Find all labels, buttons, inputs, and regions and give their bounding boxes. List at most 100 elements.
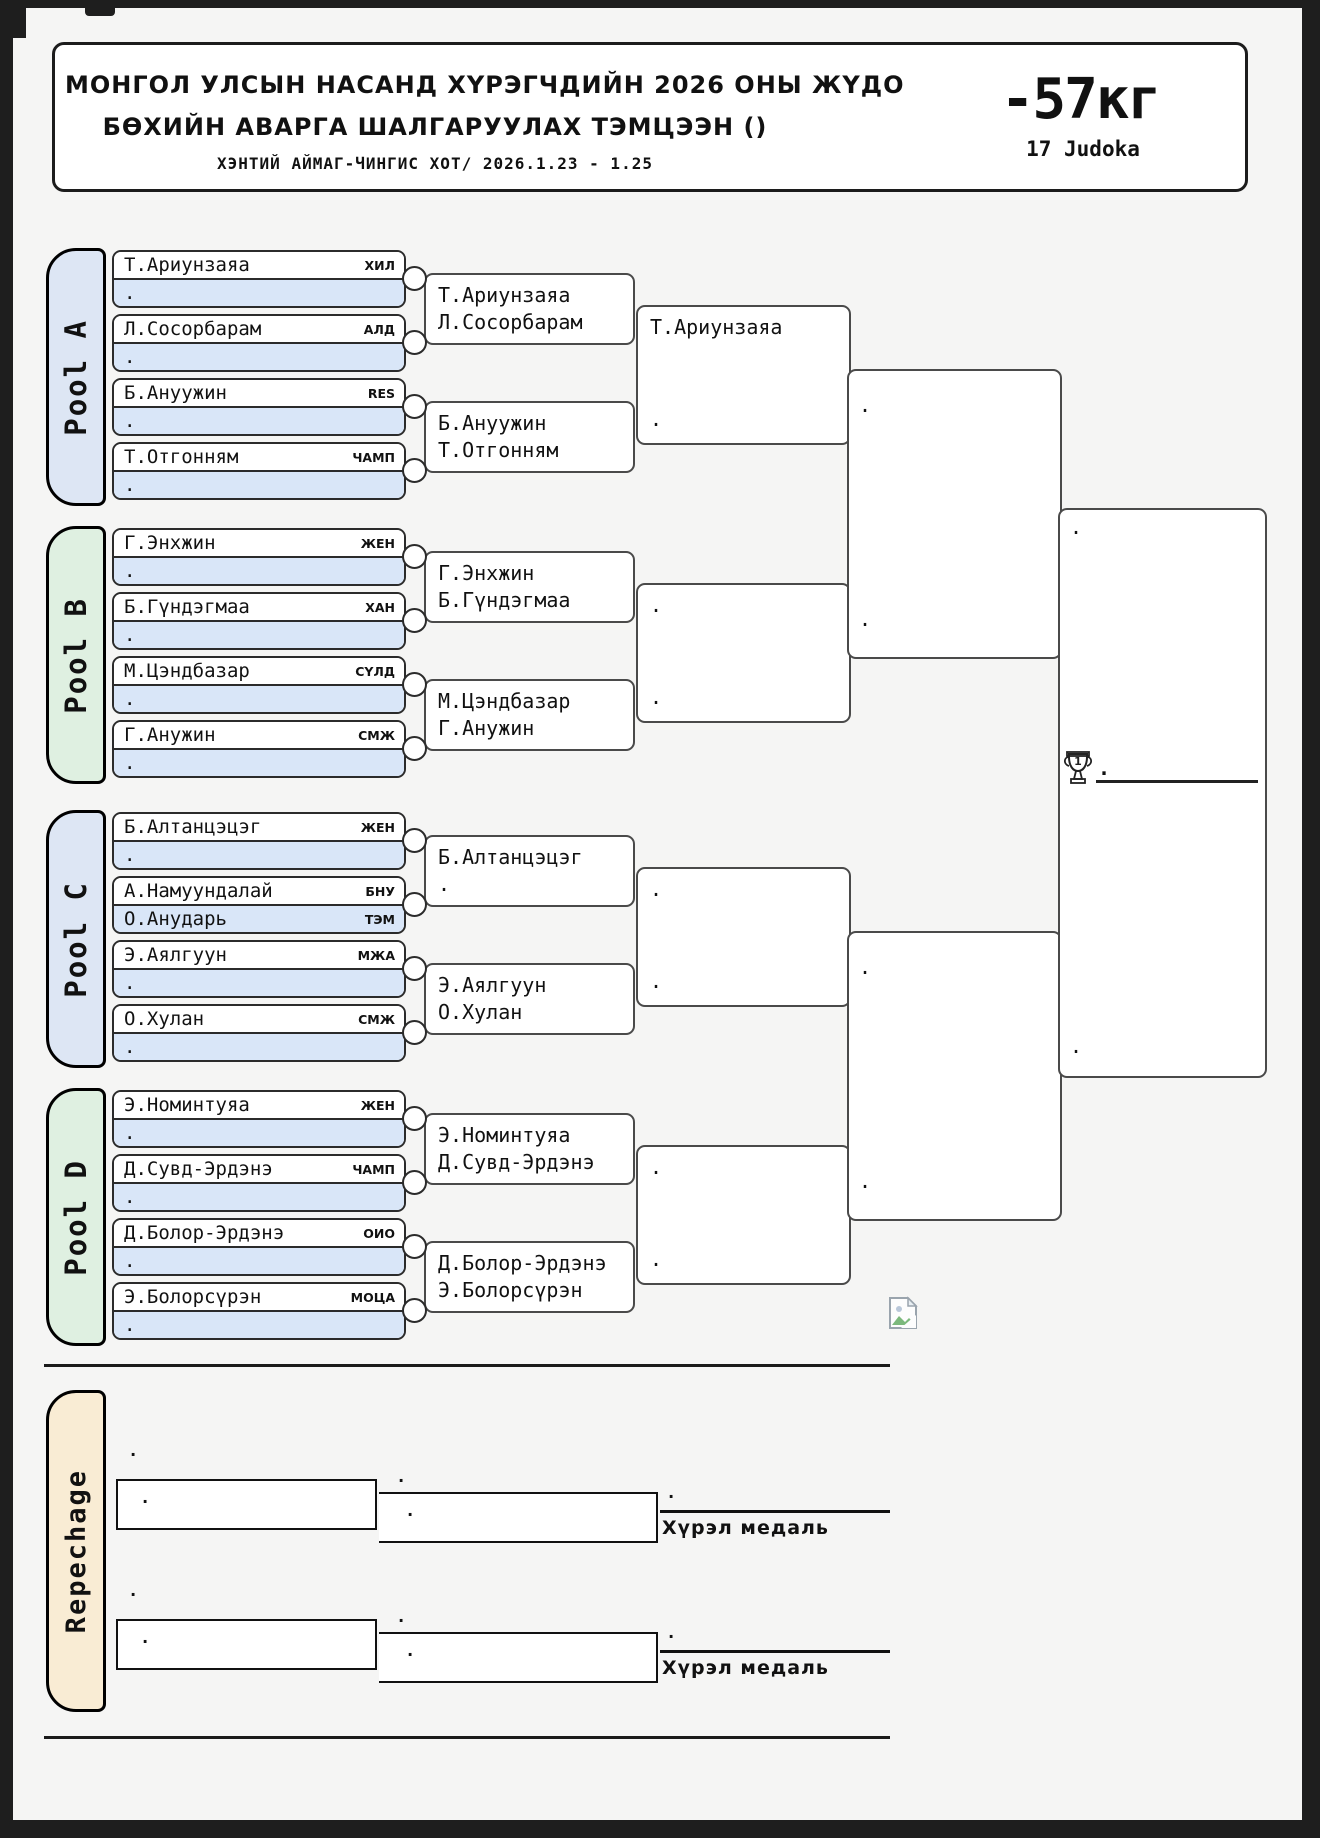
- round2-slot1: Д.Болор-Эрдэнэ: [438, 1251, 607, 1275]
- athlete-org: ТЭМ: [364, 911, 395, 927]
- rep-slot: .: [396, 1467, 407, 1487]
- athlete-org: ЖЕН: [360, 1097, 395, 1113]
- rep-slot: .: [405, 1641, 416, 1661]
- round2-slot2: Т.Отгонням: [438, 438, 559, 462]
- round2-slot1: Б.Алтанцэцэг: [438, 845, 583, 869]
- rep-slot: .: [128, 1441, 139, 1461]
- athlete-name: Т.Отгонням: [124, 446, 239, 468]
- sf-slot2: .: [859, 1169, 872, 1193]
- athlete-name: Т.Ариунзаяа: [124, 254, 250, 276]
- match-result: .: [124, 474, 136, 496]
- rep-slot: .: [396, 1607, 407, 1627]
- athlete-card: Т.Ариунзаяа ХИЛ .: [112, 250, 406, 308]
- athlete-name: Э.Болорсүрэн: [124, 1286, 262, 1308]
- athlete-name: О.Анударь: [124, 908, 227, 930]
- athlete-card: Э.Болорсүрэн МОЦА .: [112, 1282, 406, 1340]
- scan-border-left: [0, 0, 13, 1838]
- bronze-medal-label: Хүрэл медаль: [662, 1517, 829, 1539]
- pool-c-label: Pool C: [46, 810, 106, 1068]
- rep-match-box: .: [116, 1479, 377, 1530]
- scan-border-right: [1302, 0, 1320, 1838]
- champion-row: 1 .: [1062, 750, 1262, 790]
- winner-circle: [402, 956, 427, 981]
- rep-slot: .: [405, 1501, 416, 1521]
- athlete-org: СМЖ: [358, 1011, 395, 1027]
- semifinal-box: . .: [847, 931, 1062, 1221]
- round2-box: Г.Энхжин Б.Гүндэгмаа: [424, 551, 635, 623]
- scan-border-bottom: [0, 1820, 1320, 1838]
- qf-slot2: .: [650, 407, 663, 431]
- qf-slot2: .: [650, 685, 663, 709]
- quarterfinal-box: . .: [636, 583, 851, 723]
- final-slot2: .: [1070, 1034, 1083, 1058]
- athlete-org: СМЖ: [358, 727, 395, 743]
- winner-circle: [402, 266, 427, 291]
- sf-slot1: .: [859, 955, 872, 979]
- athlete-card: О.Хулан СМЖ .: [112, 1004, 406, 1062]
- round2-slot2: Э.Болорсүрэн: [438, 1278, 583, 1302]
- athlete-name: О.Хулан: [124, 1008, 205, 1030]
- match-result: .: [124, 1186, 136, 1208]
- round2-slot2: Л.Сосорбарам: [438, 310, 583, 334]
- winner-circle: [402, 608, 427, 633]
- semifinal-box: . .: [847, 369, 1062, 659]
- quarterfinal-box: . .: [636, 1145, 851, 1285]
- round2-slot2: .: [438, 872, 451, 896]
- round2-slot1: Т.Ариунзаяа: [438, 283, 571, 307]
- athlete-org: МОЦА: [350, 1289, 395, 1305]
- bronze-name-line: [660, 1510, 890, 1513]
- qf-slot1: Т.Ариунзаяа: [650, 315, 783, 339]
- athlete-org: ХИЛ: [364, 257, 395, 273]
- rep-match-box: .: [379, 1492, 658, 1543]
- athlete-name: М.Цэндбазар: [124, 660, 250, 682]
- match-result: .: [124, 282, 136, 304]
- qf-slot2: .: [650, 1247, 663, 1271]
- final-box: . .: [1058, 508, 1267, 1078]
- rep-match-box: .: [116, 1619, 377, 1670]
- athlete-name: Г.Энхжин: [124, 532, 216, 554]
- broken-image-icon: [889, 1296, 918, 1329]
- match-result: .: [124, 844, 136, 866]
- round2-slot1: Б.Ануужин: [438, 411, 547, 435]
- rep-slot: .: [140, 1628, 151, 1648]
- scan-corner-mark: [0, 0, 26, 38]
- match-result: .: [124, 560, 136, 582]
- round2-slot2: Г.Анужин: [438, 716, 535, 740]
- match-result: .: [124, 1122, 136, 1144]
- match-result: .: [124, 752, 136, 774]
- divider-rule: [44, 1364, 890, 1367]
- athlete-name: Л.Сосорбарам: [124, 318, 262, 340]
- final-slot1: .: [1070, 515, 1083, 539]
- quarterfinal-box: . .: [636, 867, 851, 1007]
- athlete-name: Б.Ануужин: [124, 382, 227, 404]
- repechage-bracket: . . . . . Хүрэл медаль: [0, 1441, 900, 1569]
- winner-circle: [402, 1170, 427, 1195]
- bronze-medal-label: Хүрэл медаль: [662, 1657, 829, 1679]
- athlete-org: МЖА: [357, 947, 395, 963]
- match-result: .: [124, 972, 136, 994]
- athlete-org: RES: [367, 385, 395, 401]
- header-box: МОНГОЛ УЛСЫН НАСАНД ХҮРЭГЧДИЙН 2026 ОНЫ …: [52, 42, 1248, 192]
- athlete-org: ХАН: [365, 599, 395, 615]
- winner-circle: [402, 892, 427, 917]
- round2-box: М.Цэндбазар Г.Анужин: [424, 679, 635, 751]
- sf-slot2: .: [859, 607, 872, 631]
- pool-a-label: Pool A: [46, 248, 106, 506]
- round2-box: Э.Номинтуяа Д.Сувд-Эрдэнэ: [424, 1113, 635, 1185]
- winner-circle: [402, 672, 427, 697]
- athlete-card: Э.Номинтуяа ЖЕН .: [112, 1090, 406, 1148]
- champion-result: .: [1098, 756, 1111, 780]
- match-result: .: [124, 1036, 136, 1058]
- athlete-name: Д.Сувд-Эрдэнэ: [124, 1158, 273, 1180]
- athlete-name: Э.Номинтуяа: [124, 1094, 250, 1116]
- round2-slot2: Д.Сувд-Эрдэнэ: [438, 1150, 595, 1174]
- winner-circle: [402, 330, 427, 355]
- winner-circle: [402, 1106, 427, 1131]
- match-result: .: [124, 1314, 136, 1336]
- round2-slot1: М.Цэндбазар: [438, 689, 571, 713]
- sf-slot1: .: [859, 393, 872, 417]
